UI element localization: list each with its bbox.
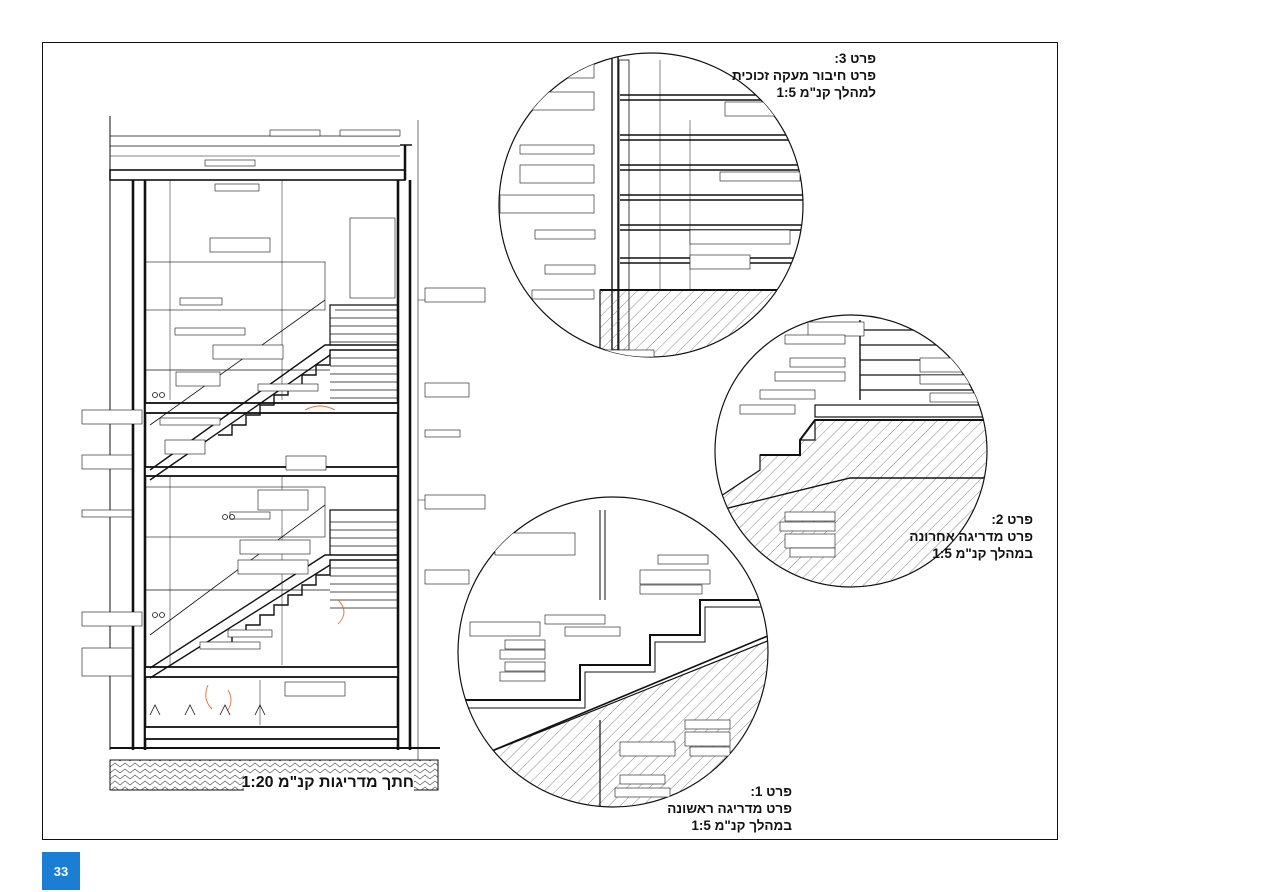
detail-1-number: פרט 1: xyxy=(750,784,792,799)
detail-1-name: פרט מדריגה ראשונה xyxy=(667,801,792,816)
detail-1-caption: פרט 1: פרט מדריגה ראשונה במהלך קנ"מ 1:5 xyxy=(600,783,792,834)
detail-2-scale: במהלך קנ"מ 1:5 xyxy=(932,546,1033,561)
detail-2-number: פרט 2: xyxy=(991,512,1033,527)
detail-3-name: פרט חיבור מעקה זכוכית xyxy=(732,68,876,83)
detail-2-name: פרט מדריגה אחרונה xyxy=(909,529,1033,544)
section-title: חתך מדריגות קנ"מ 1:20 xyxy=(241,774,414,792)
sheet-frame xyxy=(42,42,1058,840)
detail-3-number: פרט 3: xyxy=(834,51,876,66)
detail-3-scale: למהלך קנ"מ 1:5 xyxy=(776,85,876,100)
page-number-badge: 33 xyxy=(42,852,80,890)
detail-3-caption: פרט 3: פרט חיבור מעקה זכוכית למהלך קנ"מ … xyxy=(700,50,876,101)
detail-2-drawing xyxy=(714,314,988,588)
detail-2-caption: פרט 2: פרט מדריגה אחרונה במהלך קנ"מ 1:5 xyxy=(860,511,1033,562)
detail-1-scale: במהלך קנ"מ 1:5 xyxy=(691,818,792,833)
detail-1-drawing xyxy=(457,496,769,808)
